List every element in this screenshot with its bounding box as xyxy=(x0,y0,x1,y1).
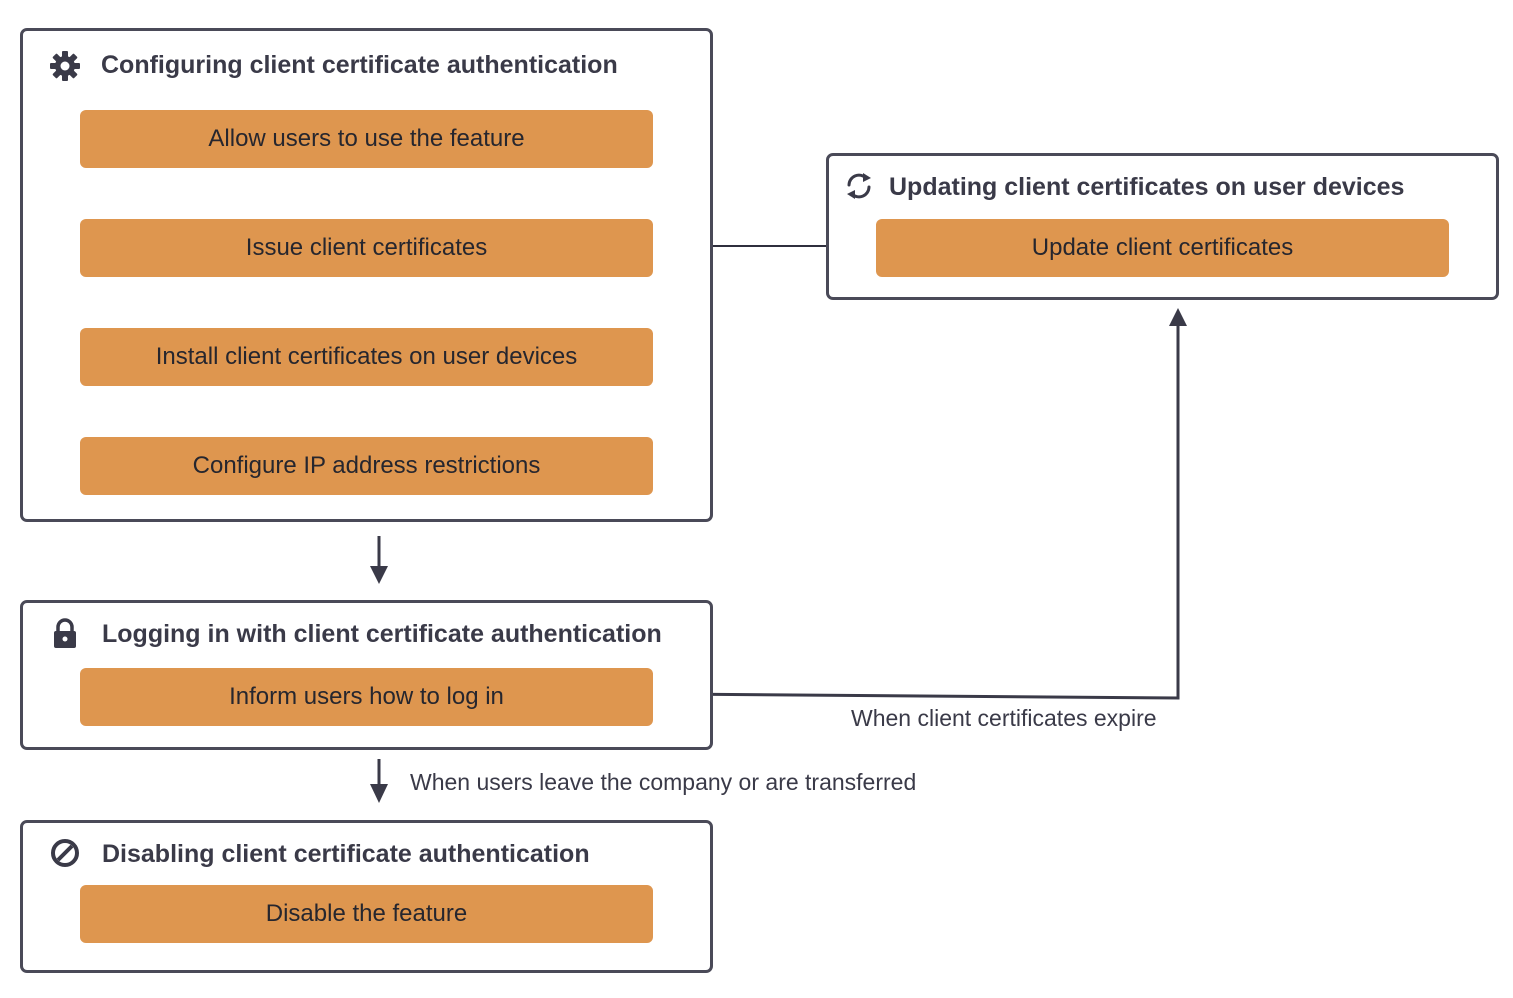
leave-edge-label: When users leave the company or are tran… xyxy=(410,769,917,795)
logging-in-title: Logging in with client certificate authe… xyxy=(102,620,662,648)
step-issue-certificates: Issue client certificates xyxy=(80,219,653,277)
disabling-title: Disabling client certificate authenticat… xyxy=(102,840,590,868)
expire-path xyxy=(667,324,1180,700)
refresh-icon xyxy=(847,173,871,199)
prohibited-icon xyxy=(51,839,79,867)
configuring-title: Configuring client certificate authentic… xyxy=(101,51,618,79)
step-allow-users: Allow users to use the feature xyxy=(80,110,653,168)
step-update-certificates: Update client certificates xyxy=(876,219,1449,277)
step-inform-users: Inform users how to log in xyxy=(80,668,653,726)
lock-icon xyxy=(54,618,76,648)
gear-icon xyxy=(50,51,80,81)
step-install-certificates: Install client certificates on user devi… xyxy=(80,328,653,386)
step-configure-ip: Configure IP address restrictions xyxy=(80,437,653,495)
expire-edge-label: When client certificates expire xyxy=(851,705,1157,731)
updating-title: Updating client certificates on user dev… xyxy=(889,173,1405,201)
step-disable-feature: Disable the feature xyxy=(80,885,653,943)
